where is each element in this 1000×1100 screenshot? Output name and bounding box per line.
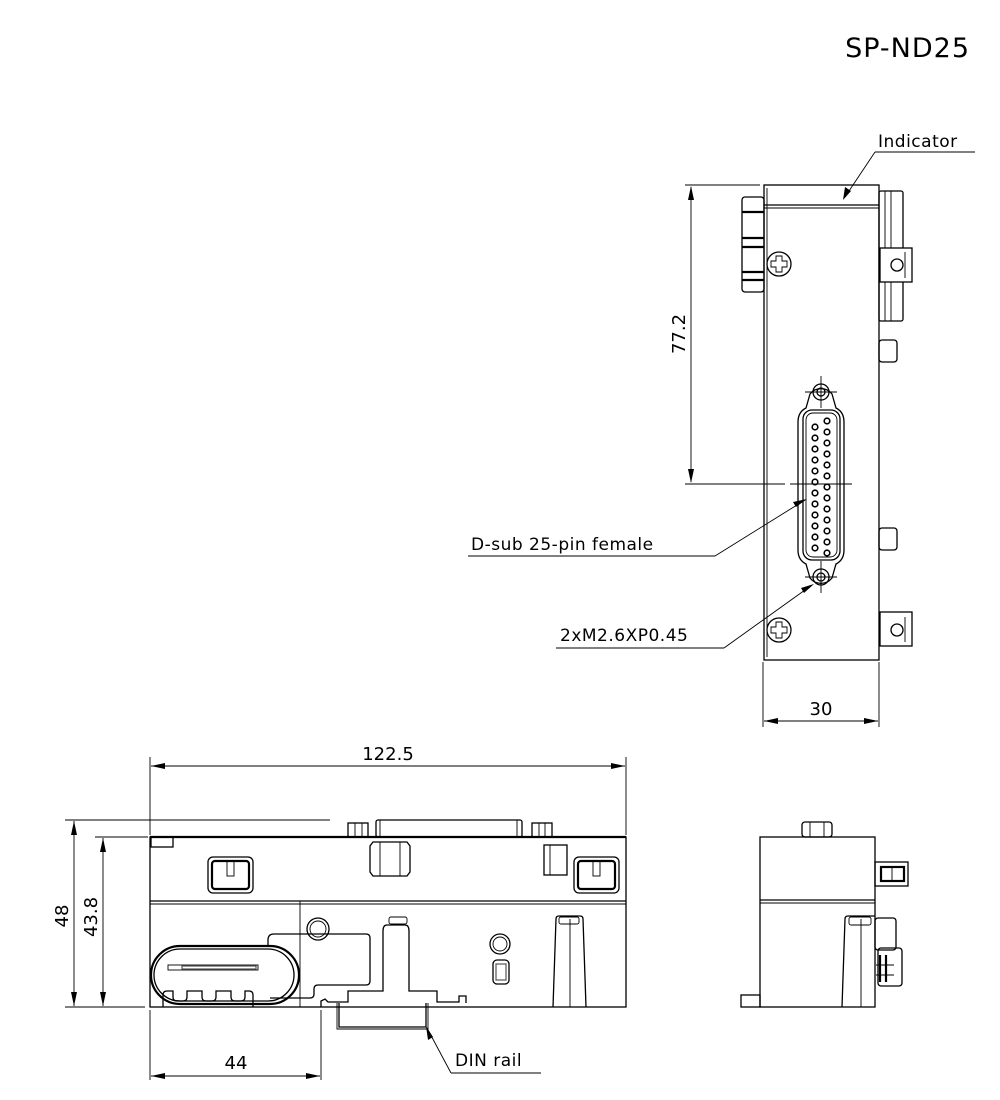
svg-text:2xM2.6XP0.45: 2xM2.6XP0.45 [560, 626, 688, 646]
side-view-body [759, 836, 876, 1008]
dimension-48: 48 [52, 819, 330, 1008]
small-block [543, 844, 568, 876]
screw-icon [766, 251, 792, 277]
screw-callout: 2xM2.6XP0.45 [556, 584, 814, 649]
round-led [489, 933, 511, 985]
dimension-30: 30 [762, 662, 880, 727]
screw-icon [766, 617, 792, 643]
side-view [740, 821, 909, 1008]
hex-nut-icon [369, 841, 411, 877]
dsub-top-protrusion [347, 819, 553, 838]
dimension-44: 44 [149, 1010, 322, 1080]
din-rail-callout: DIN rail [426, 1026, 541, 1074]
drawing-title: SP-ND25 [845, 33, 970, 64]
dimension-77-2: 77.2 [669, 184, 785, 485]
dsub-callout: D-sub 25-pin female [468, 499, 807, 557]
top-view-body [763, 184, 880, 661]
dimension-122-5: 122.5 [149, 744, 627, 835]
dsub-connector [790, 376, 852, 593]
top-view: 77.2 30 Indicator D-sub 25-pin female [468, 132, 975, 727]
latch-window-left [207, 856, 254, 894]
din-rail-slot [320, 916, 467, 1030]
svg-text:122.5: 122.5 [362, 744, 414, 765]
svg-text:43.8: 43.8 [81, 897, 102, 937]
dsub-pins [811, 417, 831, 557]
svg-text:Indicator: Indicator [878, 132, 958, 152]
front-view: 122.5 48 43.8 44 [52, 744, 627, 1080]
indicator-callout: Indicator [843, 132, 975, 200]
svg-text:48: 48 [52, 905, 73, 928]
latch-window-right [573, 856, 620, 894]
svg-text:DIN rail: DIN rail [455, 1051, 522, 1071]
bottom-teeth [162, 990, 254, 1007]
front-view-body [149, 836, 627, 1008]
svg-text:44: 44 [225, 1053, 248, 1074]
svg-text:D-sub 25-pin female: D-sub 25-pin female [471, 535, 654, 555]
right-tab [552, 915, 587, 1008]
dimension-43-8: 43.8 [81, 836, 148, 1006]
svg-text:77.2: 77.2 [669, 314, 690, 354]
left-connector-ribs [741, 196, 765, 293]
release-lever [149, 917, 371, 1006]
right-clip-rails [878, 190, 913, 647]
svg-text:30: 30 [810, 699, 833, 720]
